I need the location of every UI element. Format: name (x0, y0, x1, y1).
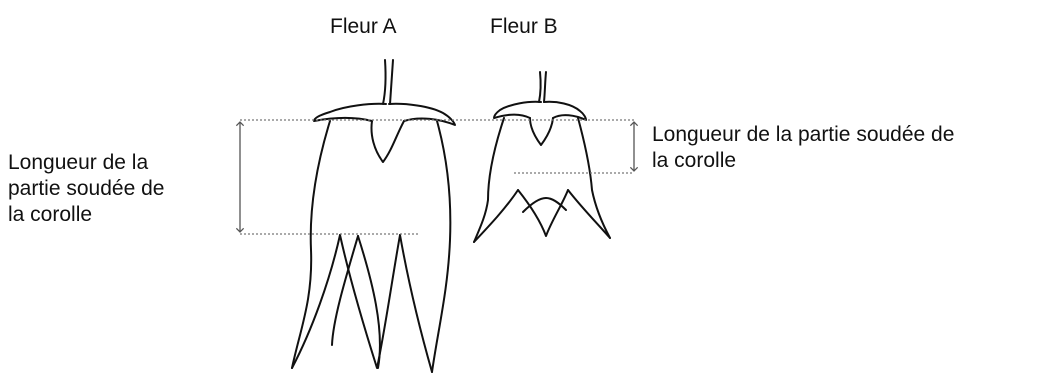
flower-a-stem-line-2 (390, 60, 393, 104)
flower-a-petal-3 (400, 235, 432, 372)
flower-b-petal-1 (474, 190, 518, 242)
flower-b-corolla-left (474, 118, 504, 242)
flower-b-stem-line-2 (544, 72, 546, 102)
flower-b-calyx-right (544, 102, 586, 120)
flower-b-calyx-left (494, 102, 541, 118)
flower-a-stem (383, 60, 386, 104)
flower-a-calyx-right (389, 104, 455, 125)
flower-b (474, 72, 610, 242)
flower-b-petal-3 (568, 190, 610, 238)
flower-b-center-sepal (530, 118, 553, 145)
flower-b-stem (539, 72, 541, 102)
flower-b-petal-2 (518, 190, 568, 236)
dotted-guides (240, 120, 634, 234)
flower-a-petal-2 (340, 235, 400, 368)
flower-a-center-sepal (371, 121, 404, 162)
flower-a (292, 60, 455, 372)
measurement-arrows (240, 122, 634, 232)
flower-a-calyx-left (314, 104, 386, 121)
flower-a-corolla-right (432, 121, 450, 372)
flower-a-petal-5 (358, 236, 380, 368)
flower-a-corolla-left (292, 121, 330, 368)
flower-a-petal-1 (292, 235, 340, 368)
